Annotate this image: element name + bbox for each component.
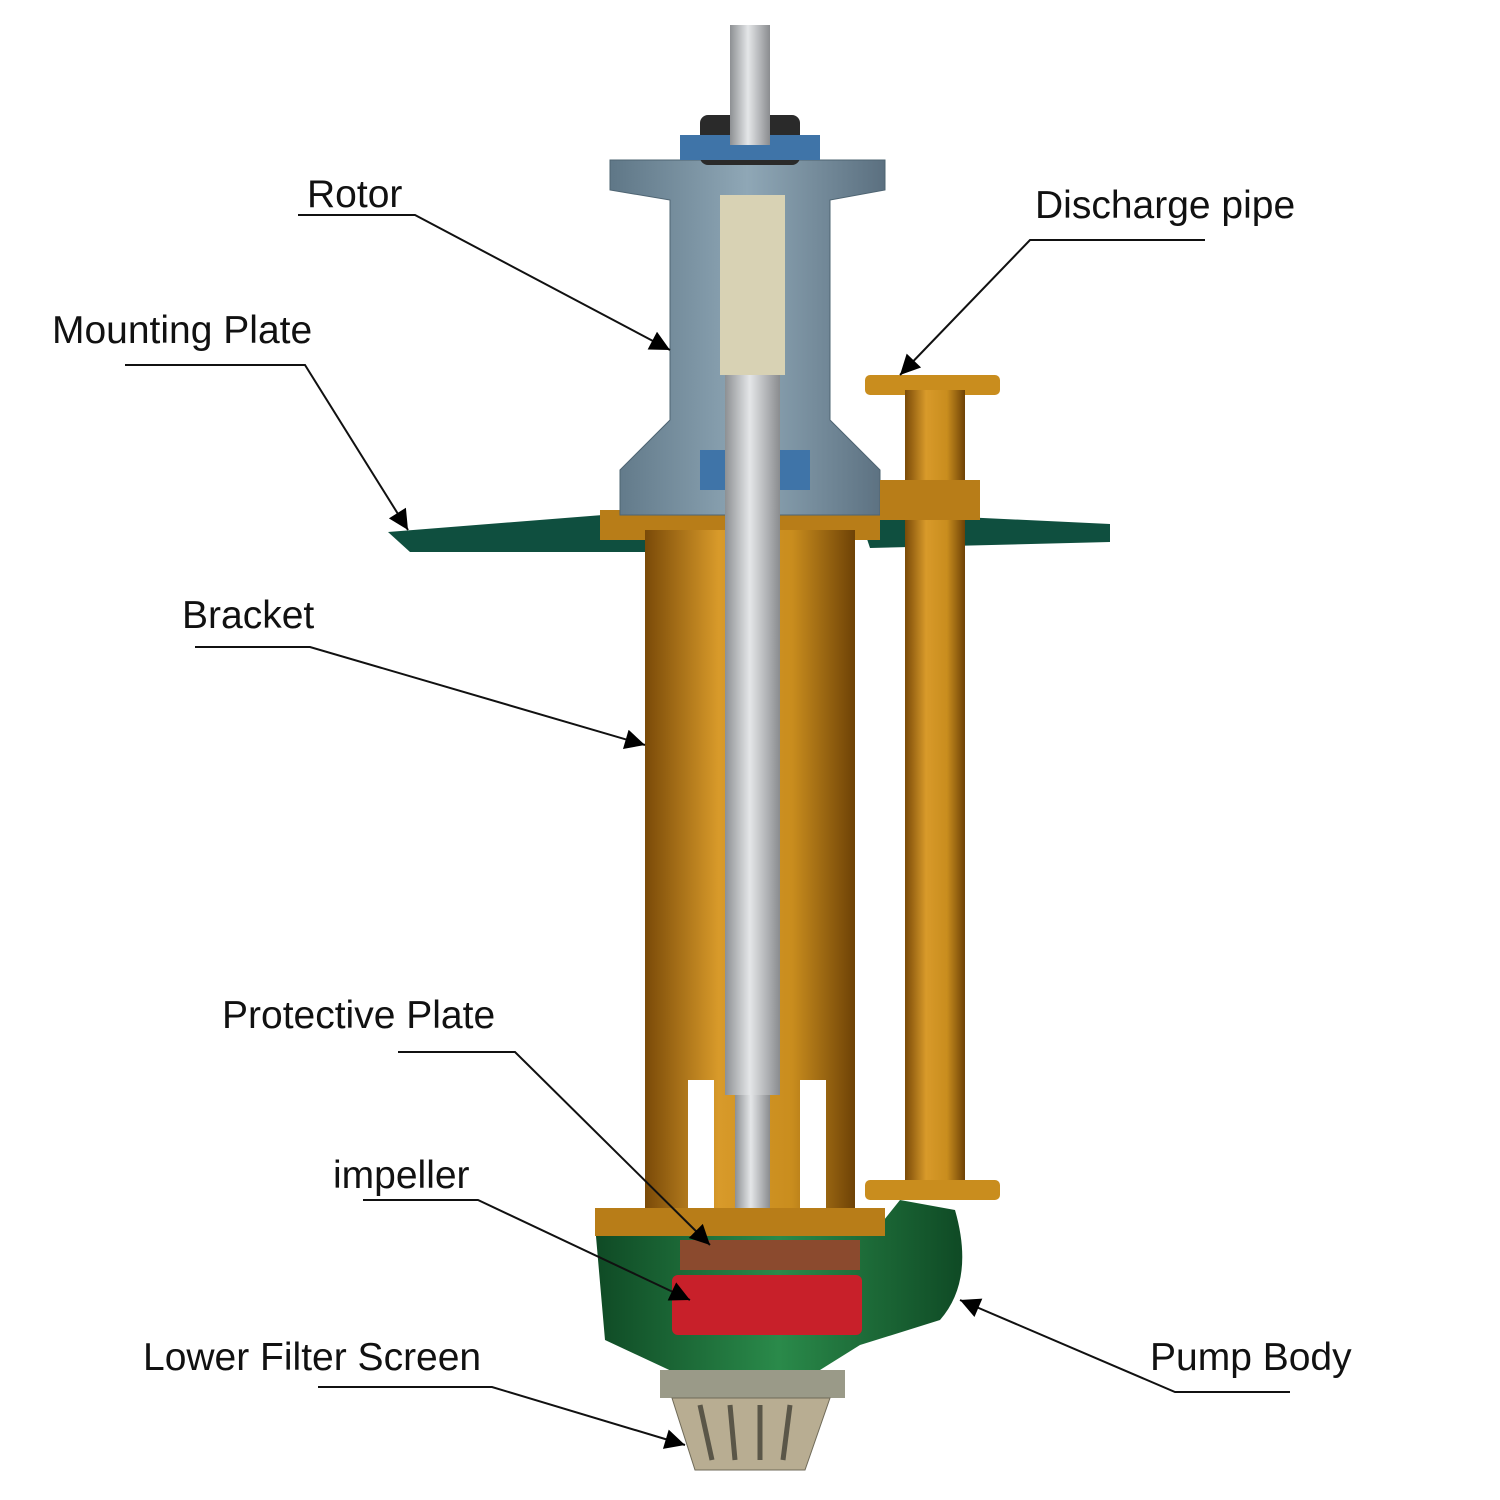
discharge-pipe-flange-top <box>865 375 1000 395</box>
protective-plate <box>680 1240 860 1270</box>
label-discharge-pipe: Discharge pipe <box>1035 184 1295 227</box>
label-pump-body: Pump Body <box>1150 1336 1352 1379</box>
label-lower-filter-screen: Lower Filter Screen <box>143 1336 481 1379</box>
label-protective-plate: Protective Plate <box>222 994 495 1037</box>
lower-filter-screen <box>671 1397 831 1471</box>
impeller <box>672 1275 862 1335</box>
leader-lines <box>125 214 1290 1449</box>
label-rotor: Rotor <box>307 173 402 216</box>
discharge-pipe <box>905 390 965 1190</box>
shaft <box>730 25 770 145</box>
rotor <box>720 195 785 375</box>
label-bracket: Bracket <box>182 594 314 637</box>
mounting-plate <box>388 512 668 552</box>
label-mounting-plate: Mounting Plate <box>52 309 312 352</box>
label-impeller: impeller <box>333 1154 470 1197</box>
